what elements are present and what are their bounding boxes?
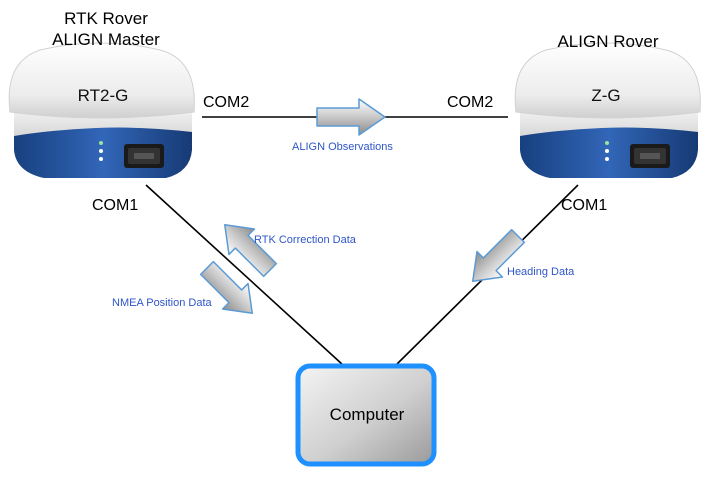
master-com2-label: COM2 — [203, 94, 249, 111]
rover-device-label: Z-G — [591, 86, 620, 105]
computer-node — [295, 363, 437, 467]
heading-data-arrow — [471, 228, 526, 283]
rtk-correction-label: RTK Correction Data — [254, 234, 357, 246]
nmea-position-label: NMEA Position Data — [112, 297, 213, 309]
master-device-label: RT2-G — [78, 86, 129, 105]
heading-data-label: Heading Data — [507, 266, 575, 278]
master-title-line1: RTK Rover — [64, 9, 148, 28]
master-receiver — [8, 42, 195, 178]
master-com1-label: COM1 — [92, 197, 138, 214]
master-title-line2: ALIGN Master — [52, 30, 160, 49]
computer-label: Computer — [330, 405, 405, 424]
rover-com1-label: COM1 — [561, 197, 607, 214]
master-computer-line — [145, 184, 344, 366]
rover-com2-label: COM2 — [447, 94, 493, 111]
nmea-position-arrow — [199, 260, 254, 315]
rover-title: ALIGN Rover — [557, 32, 658, 51]
align-observations-arrow — [316, 98, 386, 136]
align-observations-label: ALIGN Observations — [292, 141, 393, 153]
rover-receiver — [514, 42, 701, 178]
rtk-correction-arrow — [223, 223, 278, 278]
